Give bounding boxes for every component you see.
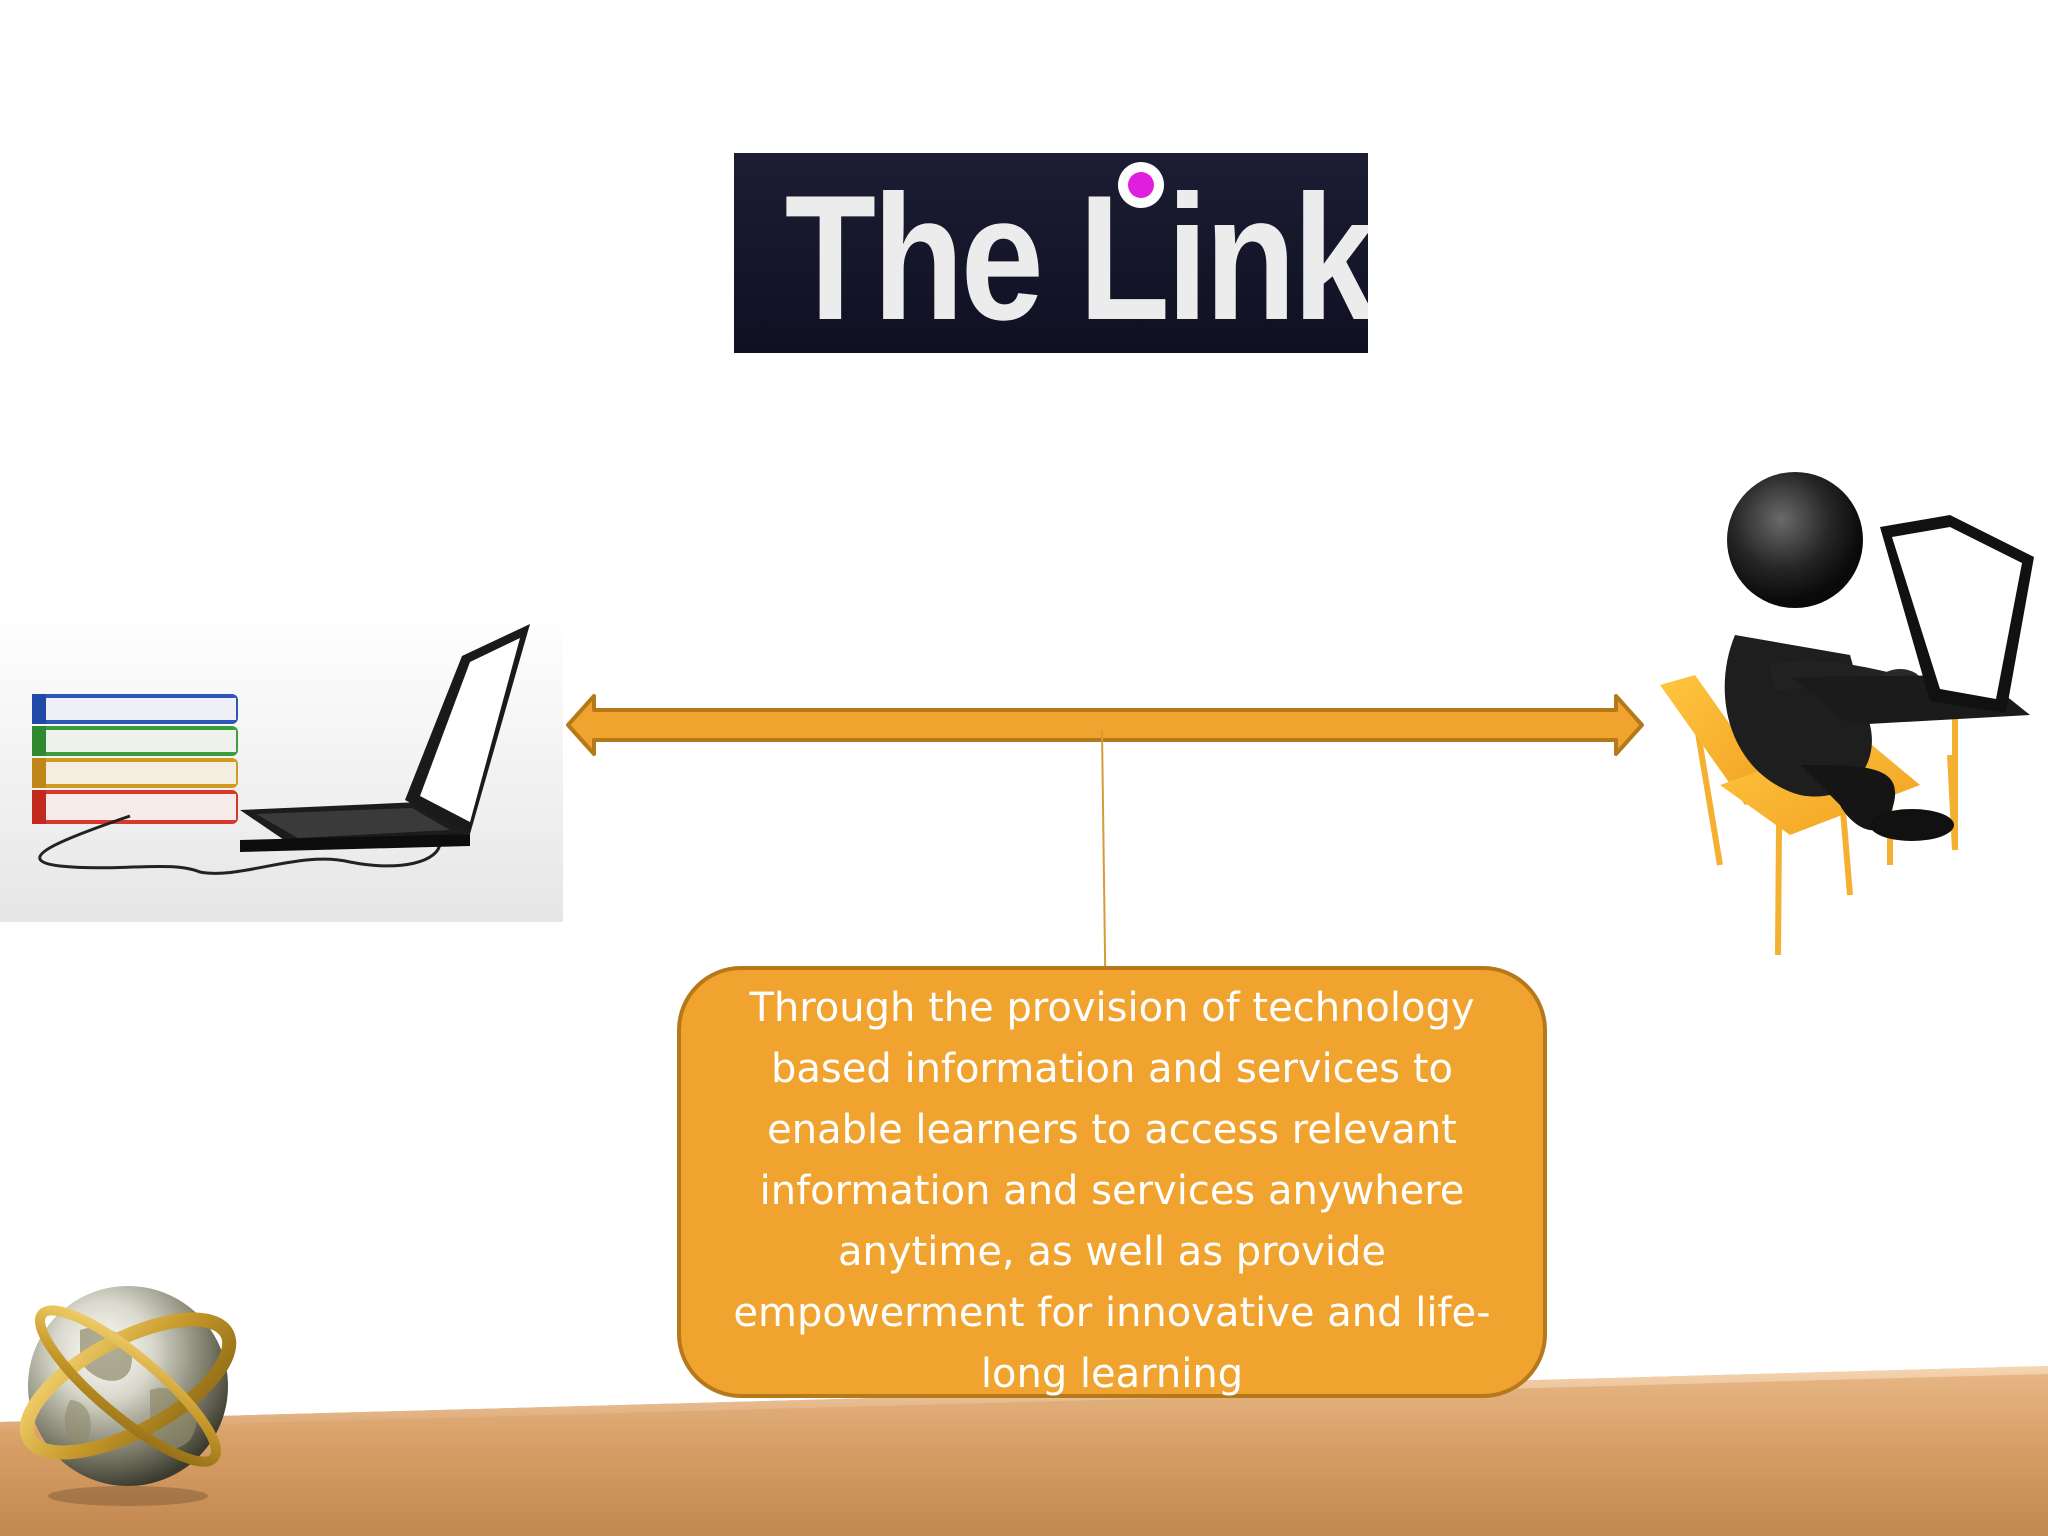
person-at-laptop-icon (1660, 472, 2034, 956)
callout-text: Through the provision of technology base… (733, 985, 1491, 1397)
description-callout: Through the provision of technology base… (677, 966, 1547, 1398)
books-and-laptop-icon (0, 610, 563, 922)
bidirectional-arrow (566, 694, 1644, 756)
logo-dot-icon (1118, 162, 1164, 208)
the-link-logo: The Link (734, 153, 1368, 353)
logo-text: The Link (784, 158, 1368, 353)
globe-icon (19, 1286, 237, 1506)
